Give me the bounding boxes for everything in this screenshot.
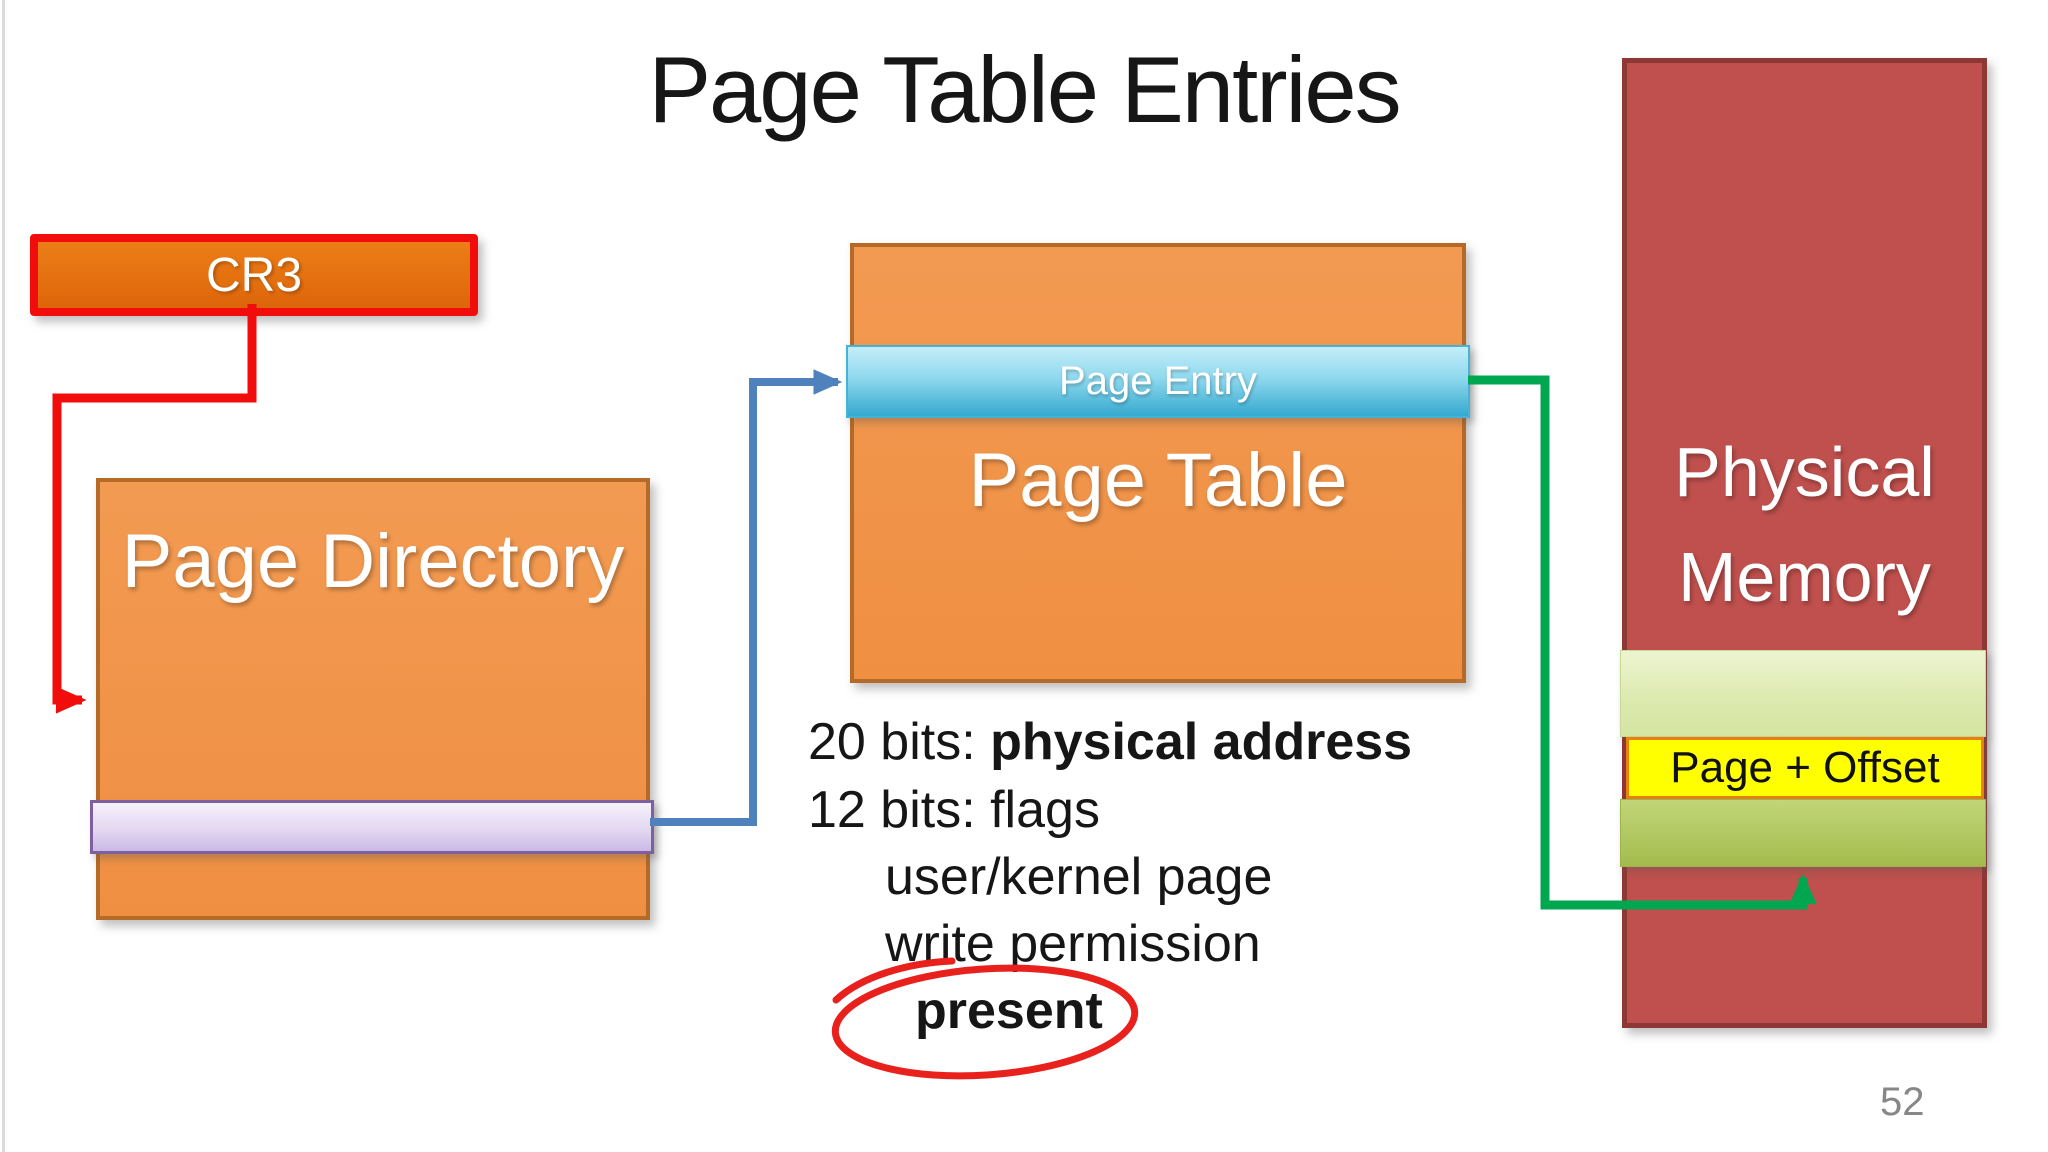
cr3-label: CR3: [205, 248, 303, 302]
page-number: 52: [1880, 1080, 1925, 1124]
free-page-block: [1620, 650, 1986, 737]
note-write-permission: write permission: [885, 915, 1261, 973]
mapped-page-block: [1620, 799, 1986, 867]
page-table-box: [850, 243, 1466, 683]
physical-memory-label: Physical Memory: [1674, 433, 1935, 616]
page-table-label: Page Table: [968, 438, 1348, 523]
page-directory-label: Page Directory: [121, 519, 625, 604]
note-line1-bold: physical address: [990, 713, 1413, 771]
directory-entry-strip: [90, 800, 654, 854]
note-user-kernel-page: user/kernel page: [885, 848, 1273, 906]
page-offset-label: Page + Offset: [1670, 743, 1940, 792]
page-entry-label: Page Entry: [1059, 359, 1257, 403]
page-offset-strip: Page + Offset: [1626, 737, 1984, 799]
page-entry-strip: Page Entry: [846, 345, 1470, 418]
note-bits-flags: 12 bits: flags: [808, 781, 1100, 839]
cr3-box: CR3: [30, 234, 478, 316]
note-line1-prefix: 20 bits:: [808, 713, 991, 771]
note-bits-physical-address: 20 bits: physical address: [808, 712, 1412, 772]
note-present: present: [915, 982, 1103, 1040]
slide-edge-line: [2, 0, 5, 1152]
page-title: Page Table Entries: [648, 37, 1401, 142]
